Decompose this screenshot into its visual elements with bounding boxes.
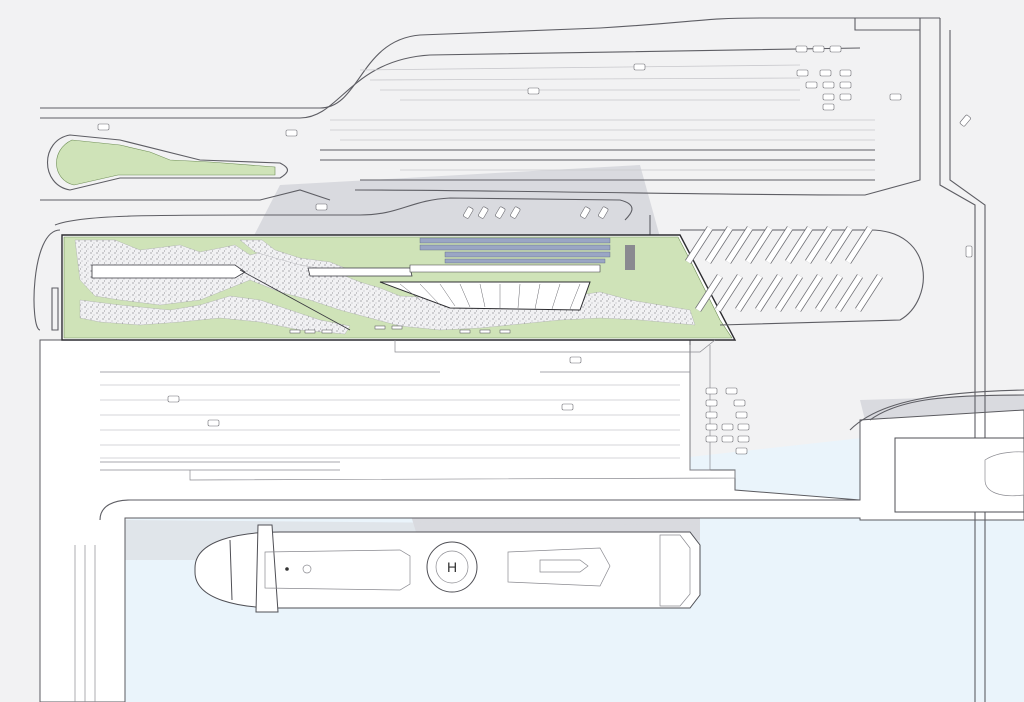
east-ramp (849, 389, 1024, 431)
parked-car-icon (721, 435, 734, 443)
ferry-ship-east (894, 437, 1024, 513)
parked-car-icon (478, 206, 489, 219)
parked-car-icon (495, 206, 506, 219)
parked-car-icon (829, 45, 842, 53)
parked-car-icon (735, 447, 748, 455)
helipad-mark: H (447, 559, 457, 575)
parked-car-icon (725, 387, 738, 395)
skylight-ribs (399, 283, 581, 310)
solar-panel-array (419, 237, 635, 270)
parked-car-icon (733, 399, 746, 407)
parked-car-icon (510, 206, 521, 219)
ferry-ship: H (194, 524, 701, 613)
parked-car-icon (721, 423, 734, 431)
parked-car-icon (167, 395, 180, 403)
parked-car-icon (633, 63, 646, 71)
parked-car-icon (805, 81, 818, 89)
parked-car-icon (819, 69, 832, 77)
parked-car-icon (822, 81, 835, 89)
parked-car-icon (285, 129, 298, 137)
parked-car-icon (737, 435, 750, 443)
parked-car-icon (795, 45, 808, 53)
parked-car-icon (705, 423, 718, 431)
parked-car-icon (580, 206, 591, 219)
parked-car-icon (527, 87, 540, 95)
lane-markings (100, 64, 875, 471)
parked-car-icon (839, 81, 852, 89)
parked-car-icon (737, 423, 750, 431)
building-edges (51, 287, 736, 481)
parked-cars (97, 45, 973, 455)
parked-car-icon (839, 93, 852, 101)
parked-car-icon (959, 114, 971, 127)
parked-car-icon (97, 123, 110, 131)
parked-car-icon (561, 403, 574, 411)
roof-vents (289, 325, 511, 334)
upper-road-network (33, 17, 986, 702)
parked-car-icon (965, 245, 973, 258)
west-quay (74, 499, 860, 702)
parked-car-icon (598, 206, 609, 219)
west-island (47, 134, 289, 191)
parked-car-icon (796, 69, 809, 77)
parked-car-icon (705, 435, 718, 443)
parked-car-icon (839, 69, 852, 77)
terminal-building (61, 234, 737, 341)
parked-car-icon (812, 45, 825, 53)
parked-car-icon (705, 411, 718, 419)
parked-car-icon (705, 387, 718, 395)
parked-car-icon (735, 411, 748, 419)
bus-parking (680, 226, 924, 326)
parked-car-icon (889, 93, 902, 101)
parked-car-icon (207, 419, 220, 427)
parked-car-icon (705, 399, 718, 407)
parked-car-icon (463, 206, 474, 219)
parked-car-icon (315, 203, 328, 211)
parked-car-icon (822, 93, 835, 101)
parked-car-icon (569, 356, 582, 364)
parked-car-icon (822, 103, 835, 111)
